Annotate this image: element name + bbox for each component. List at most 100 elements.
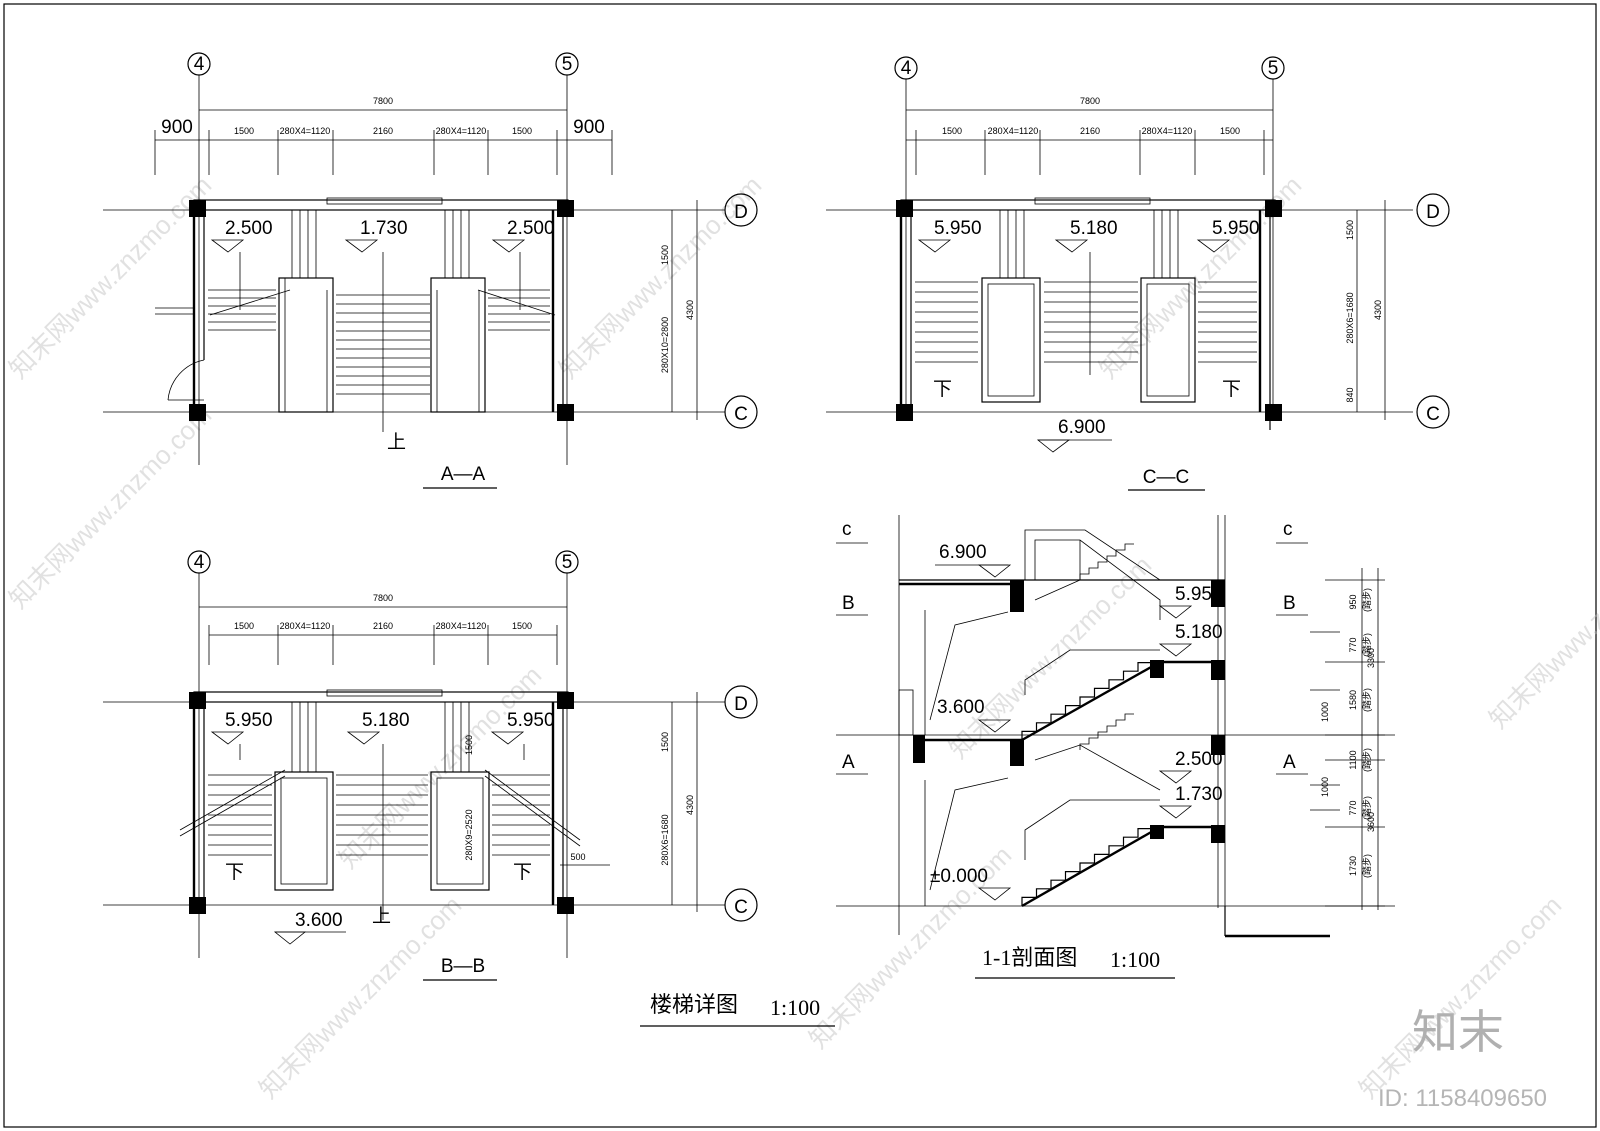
up-mark: 上 — [387, 431, 406, 453]
level-left: 2.500 — [225, 218, 273, 239]
rdim-note: (踏步) — [1361, 633, 1372, 657]
axis-bubble-c — [724, 888, 758, 922]
watermark-text: 知末网www.znzmo.com — [3, 400, 217, 614]
axis-label-4: 4 — [901, 58, 912, 79]
dim-v1: 1500 — [464, 735, 474, 755]
dim-v1: 1500 — [1345, 220, 1355, 240]
plan-aa: 4 5 7800 900 900 1500 280X4=1120 2160 28… — [103, 52, 758, 489]
down-mark: 下 — [225, 862, 244, 883]
down-mark: 下 — [933, 379, 952, 400]
main-title: 楼梯详图 1:100 — [640, 992, 835, 1027]
watermark-text: 知末网www.znzmo.com — [943, 550, 1157, 764]
axis-bubble-c — [1416, 395, 1450, 429]
dim-v1: 1500 — [660, 245, 670, 265]
row-a: A — [1283, 752, 1296, 773]
rdim-note: (踏步) — [1361, 796, 1372, 820]
rdim-note: (踏步) — [1361, 588, 1372, 612]
axis-label-c: C — [734, 404, 748, 425]
dim-v2: 280X10=2800 — [660, 317, 670, 373]
axis-label-4: 4 — [194, 552, 205, 573]
watermark-text: 知末网www.znzmo.com — [3, 170, 217, 384]
axis-bubble-c — [724, 395, 758, 429]
dim-v3: 840 — [1345, 387, 1355, 402]
row-c: c — [842, 519, 852, 540]
axis-label-5: 5 — [562, 552, 573, 573]
level-left: 5.950 — [225, 710, 273, 731]
level-right: 5.950 — [1212, 218, 1260, 239]
dim-flight: 280X4=1120 — [436, 621, 487, 631]
watermark-text: 知末网www.znzmo.com — [1483, 520, 1600, 734]
level-6900: 6.900 — [939, 542, 987, 563]
rdim: 3300 — [1366, 648, 1376, 668]
level-mid: 5.180 — [362, 710, 410, 731]
level-mid: 1.730 — [360, 218, 408, 239]
rdim-note: (踏步) — [1361, 688, 1372, 712]
rdim: 770 — [1348, 800, 1358, 815]
rdim: 1000 — [1320, 702, 1330, 722]
level-1730: 1.730 — [1175, 784, 1223, 805]
dim-middle: 2160 — [1080, 126, 1100, 136]
dim-side-right: 900 — [573, 117, 605, 138]
axis-bubble-d — [724, 685, 758, 719]
rdim: 3600 — [1366, 812, 1376, 832]
dim-stair: 280X9=2520 — [464, 809, 474, 860]
rdim: 1000 — [1320, 777, 1330, 797]
level-right: 5.950 — [507, 710, 555, 731]
dim-v2: 280X6=1680 — [660, 814, 670, 865]
stair-flight — [1021, 661, 1153, 740]
wall-top — [193, 199, 569, 211]
down-mark: 下 — [513, 862, 532, 883]
row-b: B — [842, 593, 855, 614]
axis-label-d: D — [734, 694, 748, 715]
axis-label-c: C — [1426, 404, 1440, 425]
down-mark: 下 — [1222, 379, 1241, 400]
rdim-note: (踏步) — [1361, 854, 1372, 878]
main-title-scale: 1:100 — [770, 995, 820, 1020]
dim-landing: 1500 — [1220, 126, 1240, 136]
level-mid: 5.180 — [1070, 218, 1118, 239]
watermark-text: 知末网www.znzmo.com — [253, 890, 467, 1104]
rdim: 950 — [1348, 594, 1358, 609]
dim-middle: 2160 — [373, 126, 393, 136]
plan-bb: 4 5 7800 1500 280X4=1120 2160 280X4=1120… — [103, 550, 758, 981]
row-a: A — [842, 752, 855, 773]
axis-label-5: 5 — [1268, 58, 1279, 79]
rdim: 770 — [1348, 637, 1358, 652]
watermark-text: 知末网www.znzmo.com — [1353, 890, 1567, 1104]
section-11-scale: 1:100 — [1110, 947, 1160, 972]
dim-middle: 2160 — [373, 621, 393, 631]
axis-label-c: C — [734, 897, 748, 918]
level-bottom: 3.600 — [295, 910, 343, 931]
dim-landing: 1500 — [234, 126, 254, 136]
section-label-cc: C—C — [1143, 467, 1189, 488]
rdim: 1100 — [1348, 750, 1358, 769]
axis-bubble-d — [1416, 193, 1450, 227]
rdim-note: (踏步) — [1361, 748, 1372, 772]
level-5180: 5.180 — [1175, 622, 1223, 643]
dim-v1: 1500 — [660, 732, 670, 752]
row-c: c — [1283, 519, 1293, 540]
axis-label-4: 4 — [194, 54, 205, 75]
dim-total: 7800 — [373, 593, 393, 603]
dim-landing: 1500 — [512, 126, 532, 136]
stair-flight — [1079, 543, 1134, 580]
section-label-bb: B—B — [441, 956, 485, 977]
dim-flight: 280X4=1120 — [1142, 126, 1193, 136]
dim-flight: 280X4=1120 — [280, 126, 331, 136]
section-label-aa: A—A — [441, 464, 486, 485]
dim-height: 4300 — [685, 300, 695, 320]
level-3600: 3.600 — [937, 697, 985, 718]
dim-landing: 1500 — [512, 621, 532, 631]
level-left: 5.950 — [934, 218, 982, 239]
row-b: B — [1283, 593, 1296, 614]
level-0000: ±0.000 — [930, 866, 988, 887]
axis-label-d: D — [1426, 202, 1440, 223]
dim-v2: 280X6=1680 — [1345, 292, 1355, 343]
dim-flight: 280X4=1120 — [436, 126, 487, 136]
dim-height: 4300 — [1373, 300, 1383, 320]
brand-watermark: 知末 — [1412, 1005, 1504, 1059]
up-mark: 上 — [372, 905, 391, 927]
level-5950: 5.950 — [1175, 584, 1223, 605]
level-right: 2.500 — [507, 218, 555, 239]
